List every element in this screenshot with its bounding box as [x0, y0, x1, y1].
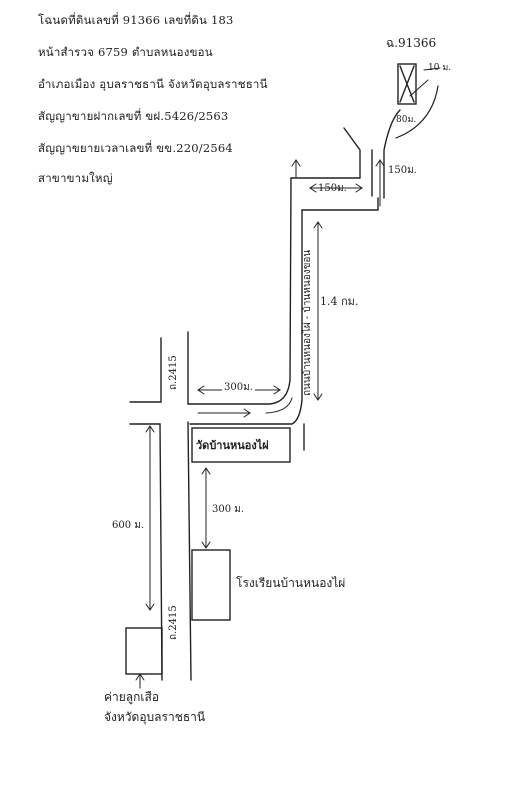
camp-label-line2: จังหวัดอุบลราชธานี: [104, 710, 206, 724]
dist-150m-right-label: 150ม.: [318, 183, 347, 194]
camp-box: [125, 627, 163, 675]
branch-road-bottom-edge: [189, 209, 303, 425]
road-name-vertical: ถนนบ้านหนองไผ่ - บ้านหนองขอน: [302, 249, 313, 396]
final-road-left: [343, 127, 361, 179]
dist-300m-horizontal-label: 300ม.: [222, 380, 255, 395]
parcel-cross: [399, 65, 415, 103]
road-2415-top-label: ถ.2415: [168, 355, 179, 390]
note-branch: สาขาขามใหญ่: [38, 171, 113, 185]
note-survey-page: หน้าสำรวจ 6759 ตำบลหนองขอน: [38, 45, 213, 59]
land-parcel: [397, 63, 417, 105]
school-box: [191, 549, 231, 621]
final-road-right: [383, 109, 401, 199]
school-label: โรงเรียนบ้านหนองไผ่: [236, 576, 346, 590]
dist-300m-vertical-label: 300 ม.: [212, 504, 245, 515]
camp-label-line1: ค่ายลูกเสือ: [104, 690, 160, 704]
deed-number-label: ฉ.91366: [386, 36, 437, 50]
dist-1-4km-label: 1.4 กม.: [320, 295, 359, 308]
note-deed: โฉนดที่ดินเลขที่ 91366 เลขที่ดิน 183: [38, 13, 234, 27]
dist-80m-label: 80ม.: [396, 115, 417, 125]
dist-10m-label: 10 ม.: [428, 63, 452, 73]
road-2415-bottom-label: ถ.2415: [168, 605, 179, 640]
temple-box: [191, 427, 291, 463]
dist-150m-top-label: 150ม.: [388, 165, 417, 176]
branch-road-top-edge: [187, 177, 292, 405]
temple-label: วัดบ้านหนองไผ่: [196, 439, 269, 452]
route-curve: [395, 85, 439, 139]
dist-600m-label: 600 ม.: [112, 520, 145, 531]
route-arrow-curve: [265, 397, 293, 414]
north-road-left-edge: [301, 197, 379, 211]
note-extension: สัญญาขยายเวลาเลขที่ ขข.220/2564: [38, 141, 233, 155]
highway-2415-right-edge-bottom: [187, 421, 192, 681]
note-district: อำเภอเมือง อุบลราชธานี จังหวัดอุบลราชธาน…: [38, 77, 268, 91]
note-contract: สัญญาขายฝากเลขที่ ขฝ.5426/2563: [38, 109, 229, 123]
